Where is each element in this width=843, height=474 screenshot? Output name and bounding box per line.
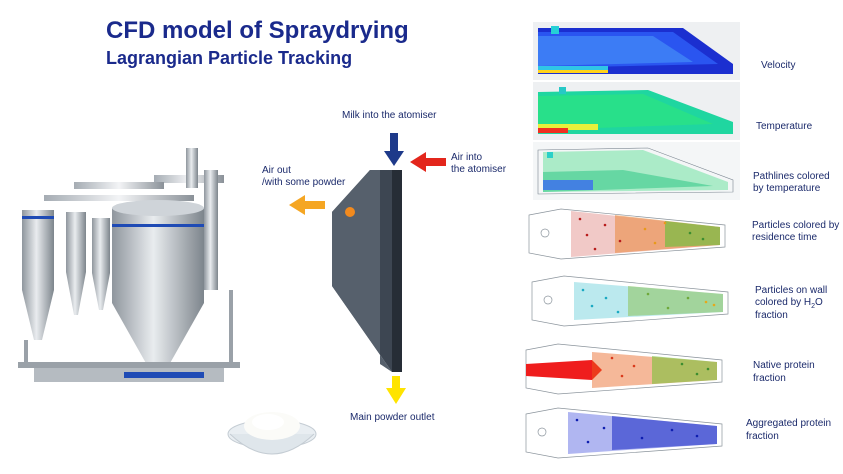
aggregated-protein-label-line2: fraction (746, 431, 779, 442)
page-title: CFD model of Spraydrying (106, 17, 409, 44)
pathlines-label-line1: Pathlines colored (753, 171, 830, 182)
aggregated-protein-panel (522, 404, 729, 462)
milk-in-arrow-icon (384, 133, 404, 166)
milk-in-label: Milk into the atomiser (342, 110, 437, 121)
velocity-contour-panel (533, 22, 740, 80)
temperature-contour-panel (533, 82, 740, 140)
air-out-arrow-icon (289, 195, 325, 215)
native-protein-panel (522, 340, 729, 398)
wall-particles-label-line3: fraction (755, 310, 788, 321)
residence-time-label-line1: Particles colored by (752, 220, 840, 231)
air-out-label-line2: /with some powder (262, 177, 346, 188)
pathlines-label-line2: by temperature (753, 183, 821, 194)
temperature-label: Temperature (756, 121, 813, 132)
residence-time-particles-panel (525, 205, 732, 263)
pathlines-panel (533, 142, 740, 200)
aggregated-protein-label-line1: Aggregated protein (746, 418, 832, 429)
wall-particles-label-line2: colored by H2O (755, 297, 823, 310)
powder-bowl-image (227, 412, 317, 455)
air-out-label-line1: Air out (262, 165, 291, 176)
spray-chamber-schematic (332, 170, 402, 372)
particles-on-wall-panel (528, 272, 735, 330)
wall-particles-label-line1: Particles on wall (755, 285, 828, 296)
residence-time-label-line2: residence time (752, 232, 818, 243)
native-protein-label-line2: fraction (753, 373, 786, 384)
powder-outlet-arrow-icon (386, 376, 406, 404)
air-in-label-line2: the atomiser (451, 164, 507, 175)
air-in-arrow-icon (410, 152, 446, 172)
velocity-label: Velocity (761, 60, 796, 71)
page-subtitle: Lagrangian Particle Tracking (106, 48, 353, 68)
powder-outlet-label: Main powder outlet (350, 412, 435, 423)
spray-dryer-plant-image (18, 148, 240, 382)
native-protein-label-line1: Native protein (753, 360, 815, 371)
air-in-label-line1: Air into (451, 152, 483, 163)
